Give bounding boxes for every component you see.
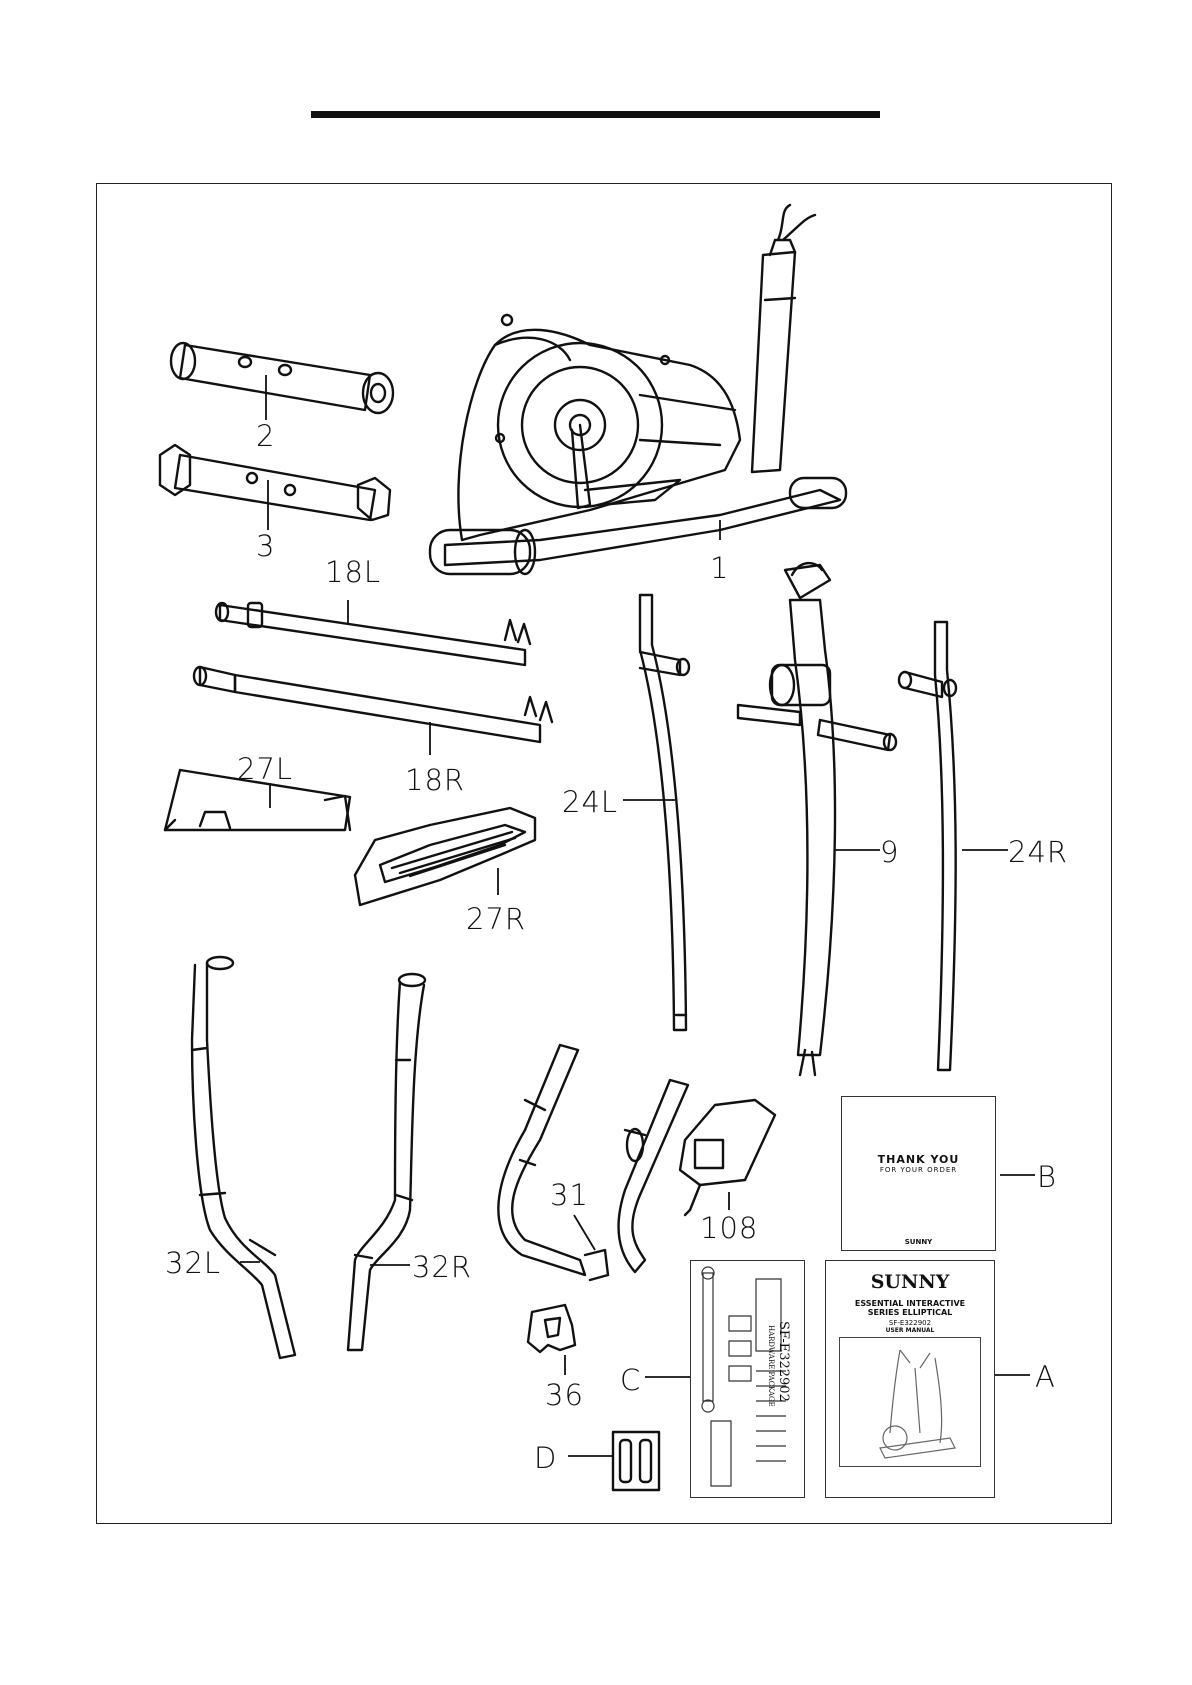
manual-doc-type: USER MANUAL — [826, 1327, 994, 1334]
part-18R-drawing — [194, 667, 552, 742]
label-part-27R: 27R — [466, 902, 526, 936]
part-18L-drawing — [216, 603, 530, 665]
part-24R-drawing — [899, 622, 956, 1070]
thank-you-logo: SUNNY — [842, 1238, 995, 1246]
part-108-drawing — [680, 1100, 775, 1215]
label-part-36: 36 — [545, 1378, 584, 1412]
label-part-24R: 24R — [1008, 835, 1068, 869]
elliptical-photo-sketch — [840, 1338, 980, 1466]
manual-model: SF-E322902 — [826, 1319, 994, 1327]
label-part-A: A — [1035, 1360, 1056, 1394]
label-part-D: D — [534, 1441, 557, 1475]
part-32R-drawing — [348, 974, 425, 1350]
user-manual: SUNNY ESSENTIAL INTERACTIVE SERIES ELLIP… — [825, 1260, 995, 1498]
label-part-32R: 32R — [412, 1250, 472, 1284]
part-9-drawing — [738, 563, 896, 1075]
label-part-B: B — [1037, 1160, 1057, 1194]
hardware-label: HARDWARE PACKAGE — [767, 1325, 775, 1407]
thank-you-subheading: FOR YOUR ORDER — [842, 1166, 995, 1174]
label-part-32L: 32L — [165, 1246, 221, 1280]
label-part-3: 3 — [256, 529, 275, 563]
manual-product-photo — [839, 1337, 981, 1467]
part-24L-drawing — [640, 595, 689, 1030]
thank-you-card: THANK YOU FOR YOUR ORDER SUNNY — [841, 1096, 996, 1251]
manual-title-line1: ESSENTIAL INTERACTIVE — [826, 1299, 994, 1308]
thank-you-heading: THANK YOU — [842, 1153, 995, 1166]
label-part-9: 9 — [880, 835, 899, 869]
part-D-drawing — [613, 1432, 659, 1490]
manual-brand-logo: SUNNY — [826, 1271, 994, 1293]
main-frame-drawing — [430, 205, 846, 574]
part-31-drawing — [498, 1045, 688, 1280]
label-part-18R: 18R — [405, 763, 465, 797]
part-2-drawing — [171, 343, 393, 413]
hardware-model: SF-E322902 — [776, 1321, 791, 1402]
label-part-18L: 18L — [325, 555, 381, 589]
part-36-drawing — [528, 1305, 575, 1352]
hardware-package-card: SF-E322902 HARDWARE PACKAGE — [690, 1260, 805, 1498]
part-3-drawing — [160, 445, 390, 520]
label-part-31: 31 — [550, 1178, 589, 1212]
label-part-1: 1 — [710, 551, 729, 585]
label-part-2: 2 — [256, 419, 275, 453]
label-part-27L: 27L — [237, 752, 293, 786]
label-part-108: 108 — [700, 1211, 758, 1245]
label-part-24L: 24L — [562, 785, 618, 819]
part-32L-drawing — [192, 957, 295, 1358]
label-part-C: C — [620, 1363, 641, 1397]
manual-title-line2: SERIES ELLIPTICAL — [826, 1308, 994, 1317]
part-27R-drawing — [355, 808, 535, 905]
